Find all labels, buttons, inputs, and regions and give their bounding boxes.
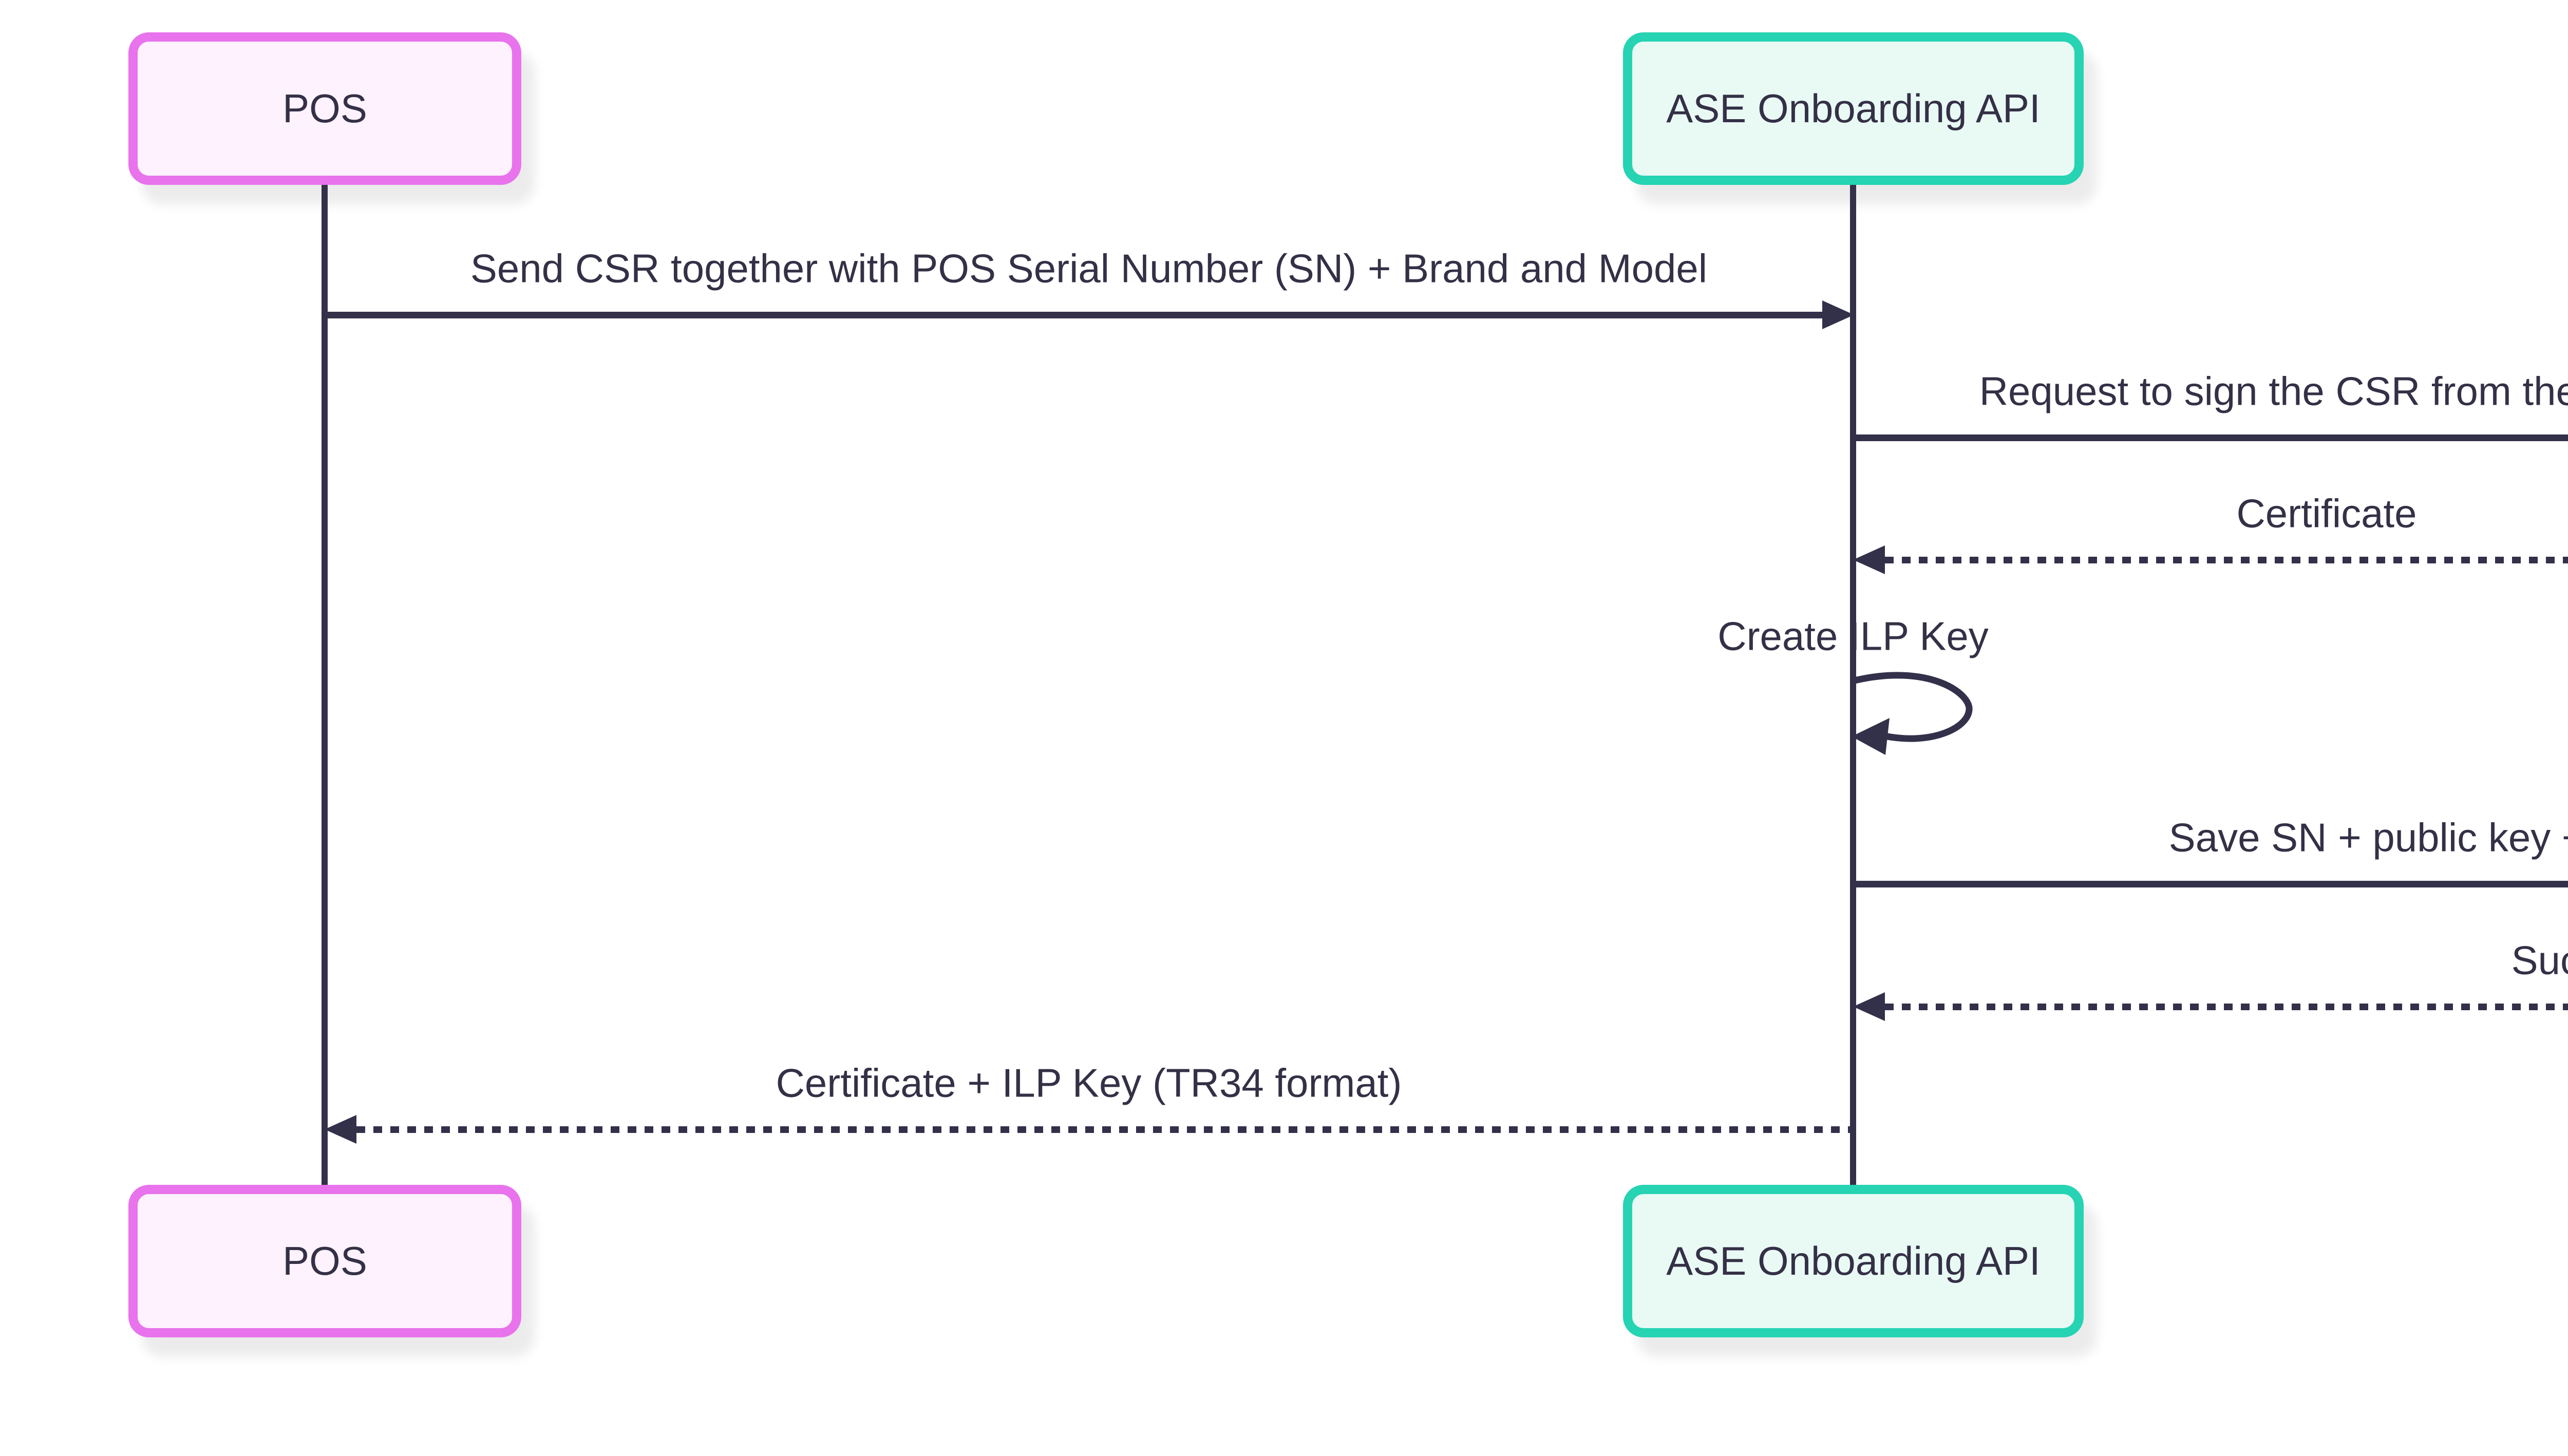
message-label: Certificate + ILP Key (TR34 format) [776,1060,1402,1106]
lifeline-pos [322,185,328,1185]
message-label: Save SN + public key + ILP Key (Terminal… [2168,815,2568,860]
message-label: Create ILP Key [1717,613,1989,659]
actor-label: POS [282,86,367,131]
message-line [1853,881,2568,887]
actor-bottom-pos: POS [128,1185,521,1337]
message-line [1853,434,2568,441]
actor-label: ASE Onboarding API [1666,86,2041,131]
message-label: Success [2511,937,2568,983]
message-label: Send CSR together with POS Serial Number… [470,245,1708,291]
message-line [356,1126,1853,1133]
self-loop-arrow-icon [1852,672,1973,755]
arrowhead-left-icon [1853,545,1885,574]
actor-top-pos: POS [128,32,521,185]
message-label: Certificate [2236,490,2417,536]
actor-bottom-ase-onboarding-api: ASE Onboarding API [1623,1185,2084,1337]
message-line [325,312,1822,318]
message-line [1885,557,2568,563]
arrowhead-left-icon [325,1115,356,1144]
message-line [1885,1004,2568,1010]
arrowhead-right-icon [1822,300,1854,329]
actor-top-ase-onboarding-api: ASE Onboarding API [1623,32,2084,185]
arrowhead-left-icon [1853,992,1885,1021]
message-label: Request to sign the CSR from the POS [1979,368,2568,414]
actor-label: ASE Onboarding API [1666,1238,2041,1283]
actor-label: POS [282,1238,367,1283]
